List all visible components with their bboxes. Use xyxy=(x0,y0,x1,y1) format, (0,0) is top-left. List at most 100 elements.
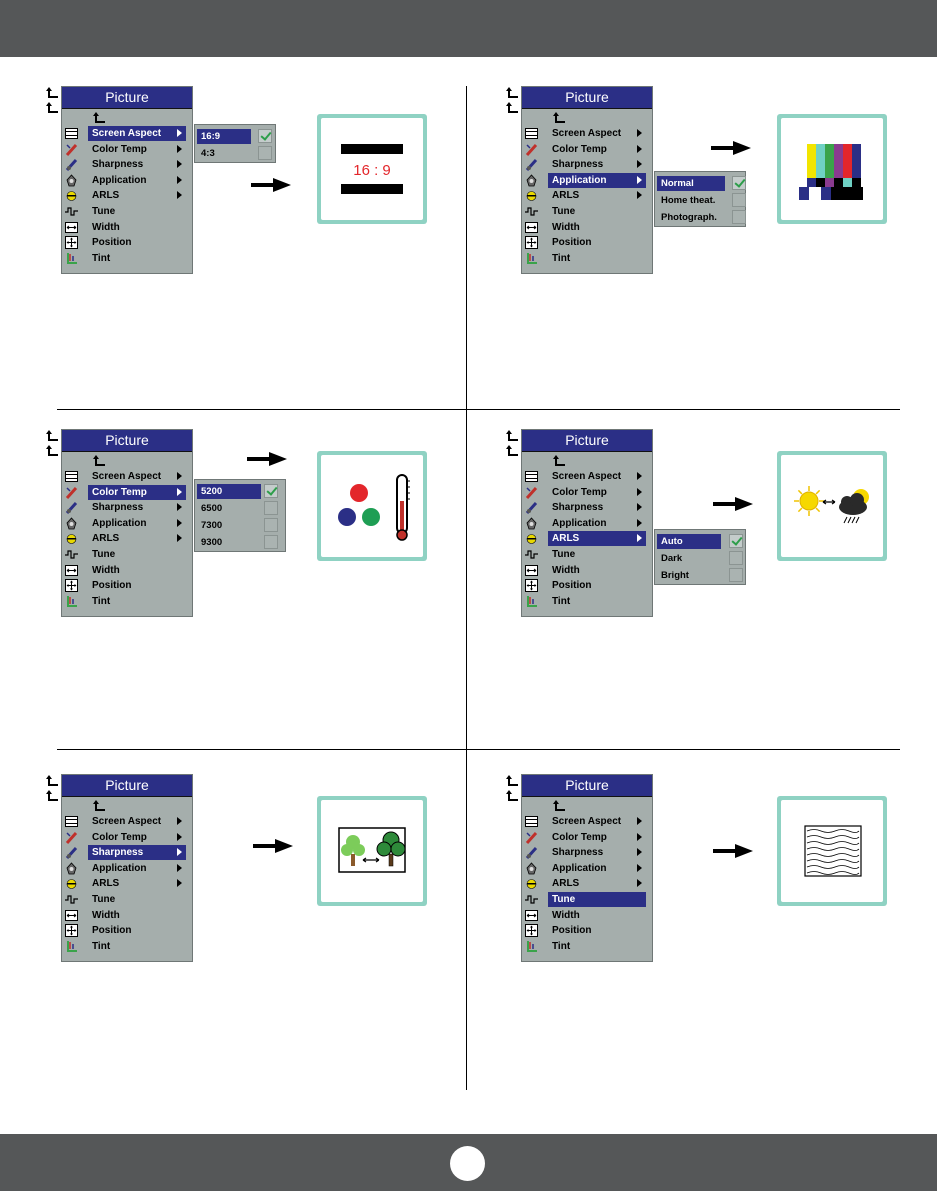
menu-item-tune[interactable]: Tune xyxy=(62,892,192,907)
menu-item-screen-aspect[interactable]: Screen Aspect xyxy=(62,126,192,141)
menu-item-screen-aspect[interactable]: Screen Aspect xyxy=(522,469,652,484)
menu-back-row[interactable] xyxy=(62,797,192,814)
menu-item-sharpness[interactable]: Sharpness xyxy=(522,500,652,515)
checkbox[interactable] xyxy=(258,146,272,160)
menu-item-position[interactable]: Position xyxy=(522,235,652,250)
checkbox[interactable] xyxy=(729,551,743,565)
submenu-option[interactable]: 7300 xyxy=(197,518,285,533)
submenu-option[interactable]: 9300 xyxy=(197,535,285,550)
menu-item-color-temp[interactable]: Color Temp xyxy=(522,485,652,500)
menu-item-tint[interactable]: Tint xyxy=(522,251,652,266)
menu-item-width[interactable]: Width xyxy=(522,220,652,235)
menu-item-tint[interactable]: Tint xyxy=(62,939,192,954)
back-arrow-icon[interactable] xyxy=(552,799,566,817)
back-arrow-icon[interactable] xyxy=(92,454,106,472)
menu-item-screen-aspect[interactable]: Screen Aspect xyxy=(522,814,652,829)
menu-back-row[interactable] xyxy=(522,109,652,126)
menu-item-position[interactable]: Position xyxy=(62,923,192,938)
menu-item-sharpness[interactable]: Sharpness xyxy=(62,500,192,515)
menu-item-arls[interactable]: ARLS xyxy=(522,531,652,547)
submenu-option[interactable]: 16:9 xyxy=(197,129,275,144)
back-arrow-icon[interactable] xyxy=(45,101,61,116)
checkbox-checked[interactable] xyxy=(729,534,743,548)
back-arrow-icon[interactable] xyxy=(45,86,61,101)
menu-item-application[interactable]: Application xyxy=(62,861,192,876)
menu-item-tune[interactable]: Tune xyxy=(522,892,652,907)
checkbox[interactable] xyxy=(732,210,746,224)
back-arrow-icon[interactable] xyxy=(92,111,106,129)
menu-item-color-temp[interactable]: Color Temp xyxy=(522,830,652,845)
submenu-option[interactable]: Normal xyxy=(657,176,746,191)
back-arrow-icon[interactable] xyxy=(505,101,521,116)
submenu-option[interactable]: 6500 xyxy=(197,501,285,516)
menu-item-arls[interactable]: ARLS xyxy=(62,531,192,546)
submenu-option[interactable]: Photograph. xyxy=(657,210,746,225)
menu-item-color-temp[interactable]: Color Temp xyxy=(522,142,652,157)
menu-item-tune[interactable]: Tune xyxy=(522,204,652,219)
back-arrow-icon[interactable] xyxy=(505,789,521,804)
menu-item-tune[interactable]: Tune xyxy=(522,547,652,562)
menu-item-sharpness[interactable]: Sharpness xyxy=(522,845,652,860)
menu-back-row[interactable] xyxy=(62,452,192,469)
submenu-option[interactable]: Bright xyxy=(657,568,745,583)
back-arrow-icon[interactable] xyxy=(45,429,61,444)
submenu-option[interactable]: Home theat. xyxy=(657,193,746,208)
back-arrow-icon[interactable] xyxy=(45,444,61,459)
back-arrow-icon[interactable] xyxy=(505,429,521,444)
menu-item-tint[interactable]: Tint xyxy=(62,594,192,609)
menu-item-width[interactable]: Width xyxy=(62,220,192,235)
menu-item-application[interactable]: Application xyxy=(62,173,192,188)
menu-item-screen-aspect[interactable]: Screen Aspect xyxy=(62,814,192,829)
back-arrow-icon[interactable] xyxy=(45,774,61,789)
menu-item-width[interactable]: Width xyxy=(62,908,192,923)
submenu-option[interactable]: 5200 xyxy=(197,484,285,499)
back-arrow-icon[interactable] xyxy=(505,444,521,459)
menu-item-color-temp[interactable]: Color Temp xyxy=(62,830,192,845)
submenu-option[interactable]: 4:3 xyxy=(197,146,275,161)
checkbox-checked[interactable] xyxy=(264,484,278,498)
back-arrow-icon[interactable] xyxy=(505,86,521,101)
menu-item-arls[interactable]: ARLS xyxy=(62,188,192,203)
menu-item-application[interactable]: Application xyxy=(522,172,652,188)
menu-item-application[interactable]: Application xyxy=(62,516,192,531)
menu-item-sharpness[interactable]: Sharpness xyxy=(62,845,192,861)
menu-item-sharpness[interactable]: Sharpness xyxy=(62,157,192,172)
menu-item-color-temp[interactable]: Color Temp xyxy=(62,484,192,500)
back-arrow-icon[interactable] xyxy=(552,111,566,129)
menu-item-application[interactable]: Application xyxy=(522,516,652,531)
back-arrow-icon[interactable] xyxy=(92,799,106,817)
menu-back-row[interactable] xyxy=(62,109,192,126)
menu-item-application[interactable]: Application xyxy=(522,861,652,876)
checkbox-checked[interactable] xyxy=(732,176,746,190)
menu-item-tint[interactable]: Tint xyxy=(522,594,652,609)
menu-item-tint[interactable]: Tint xyxy=(522,939,652,954)
menu-back-row[interactable] xyxy=(522,452,652,469)
back-arrow-icon[interactable] xyxy=(552,454,566,472)
menu-item-position[interactable]: Position xyxy=(62,578,192,593)
menu-item-arls[interactable]: ARLS xyxy=(62,876,192,891)
menu-item-screen-aspect[interactable]: Screen Aspect xyxy=(522,126,652,141)
menu-item-tint[interactable]: Tint xyxy=(62,251,192,266)
menu-item-width[interactable]: Width xyxy=(522,908,652,923)
back-arrow-icon[interactable] xyxy=(45,789,61,804)
menu-item-tune[interactable]: Tune xyxy=(62,547,192,562)
menu-item-position[interactable]: Position xyxy=(522,923,652,938)
menu-item-position[interactable]: Position xyxy=(62,235,192,250)
menu-item-width[interactable]: Width xyxy=(62,563,192,578)
menu-back-row[interactable] xyxy=(522,797,652,814)
menu-item-arls[interactable]: ARLS xyxy=(522,188,652,203)
checkbox-checked[interactable] xyxy=(258,129,272,143)
menu-item-screen-aspect[interactable]: Screen Aspect xyxy=(62,469,192,484)
checkbox[interactable] xyxy=(264,518,278,532)
menu-item-color-temp[interactable]: Color Temp xyxy=(62,142,192,157)
checkbox[interactable] xyxy=(732,193,746,207)
back-arrow-icon[interactable] xyxy=(505,774,521,789)
checkbox[interactable] xyxy=(264,501,278,515)
menu-item-arls[interactable]: ARLS xyxy=(522,876,652,891)
checkbox[interactable] xyxy=(264,535,278,549)
submenu-option[interactable]: Auto xyxy=(657,534,745,549)
menu-item-position[interactable]: Position xyxy=(522,578,652,593)
menu-item-width[interactable]: Width xyxy=(522,563,652,578)
menu-item-sharpness[interactable]: Sharpness xyxy=(522,157,652,172)
menu-item-tune[interactable]: Tune xyxy=(62,204,192,219)
